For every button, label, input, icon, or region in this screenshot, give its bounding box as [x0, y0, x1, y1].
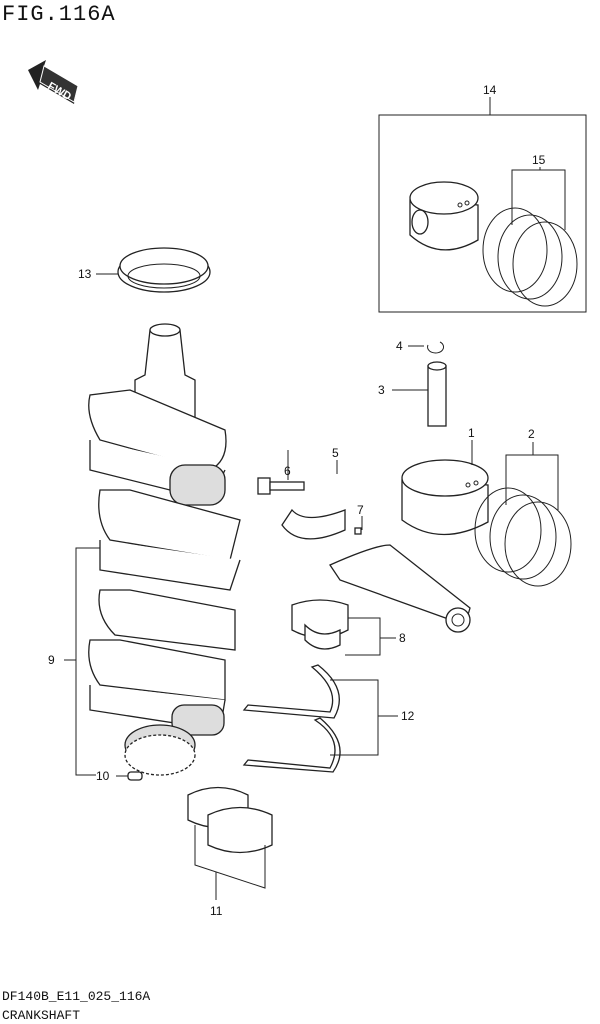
piston-kit-box — [378, 114, 587, 313]
piston-rings-part — [474, 487, 572, 587]
callout-12: 12 — [401, 709, 415, 723]
conrod-bolt-part — [257, 477, 305, 495]
piston-pin-part — [427, 361, 447, 427]
callout-8: 8 — [399, 631, 406, 645]
circlip-part — [427, 341, 444, 354]
callout-7: 7 — [357, 503, 364, 517]
figure-title: FIG.116A — [2, 2, 116, 27]
main-bearing-part — [187, 786, 273, 854]
callout-14: 14 — [483, 83, 497, 97]
bearing-pin-part — [354, 527, 362, 535]
fwd-arrow-icon: FWD — [28, 60, 79, 104]
dowel-pin-part — [127, 771, 143, 781]
connecting-rod-part — [329, 544, 471, 633]
diagram-caption: CRANKSHAFT — [2, 1008, 81, 1023]
diagram-code: DF140B_E11_025_116A — [2, 989, 151, 1004]
callout-9: 9 — [48, 653, 55, 667]
piston-kit-rings — [482, 207, 578, 307]
conrod-cap-part — [281, 508, 346, 540]
thrust-washer-part — [242, 664, 341, 773]
oil-seal-part — [117, 247, 211, 293]
piston-part — [401, 459, 489, 536]
crankshaft-part — [88, 323, 241, 776]
callout-4: 4 — [396, 339, 403, 353]
callout-1: 1 — [468, 426, 475, 440]
callout-3: 3 — [378, 383, 385, 397]
conrod-bearing-part — [291, 599, 349, 650]
callout-11: 11 — [210, 904, 223, 918]
callout-15: 15 — [532, 153, 546, 167]
callout-5: 5 — [332, 446, 339, 460]
callout-13: 13 — [78, 267, 92, 281]
piston-kit-piston — [409, 181, 479, 251]
callout-2: 2 — [528, 427, 535, 441]
callout-6: 6 — [284, 464, 291, 478]
callout-10: 10 — [96, 769, 110, 783]
